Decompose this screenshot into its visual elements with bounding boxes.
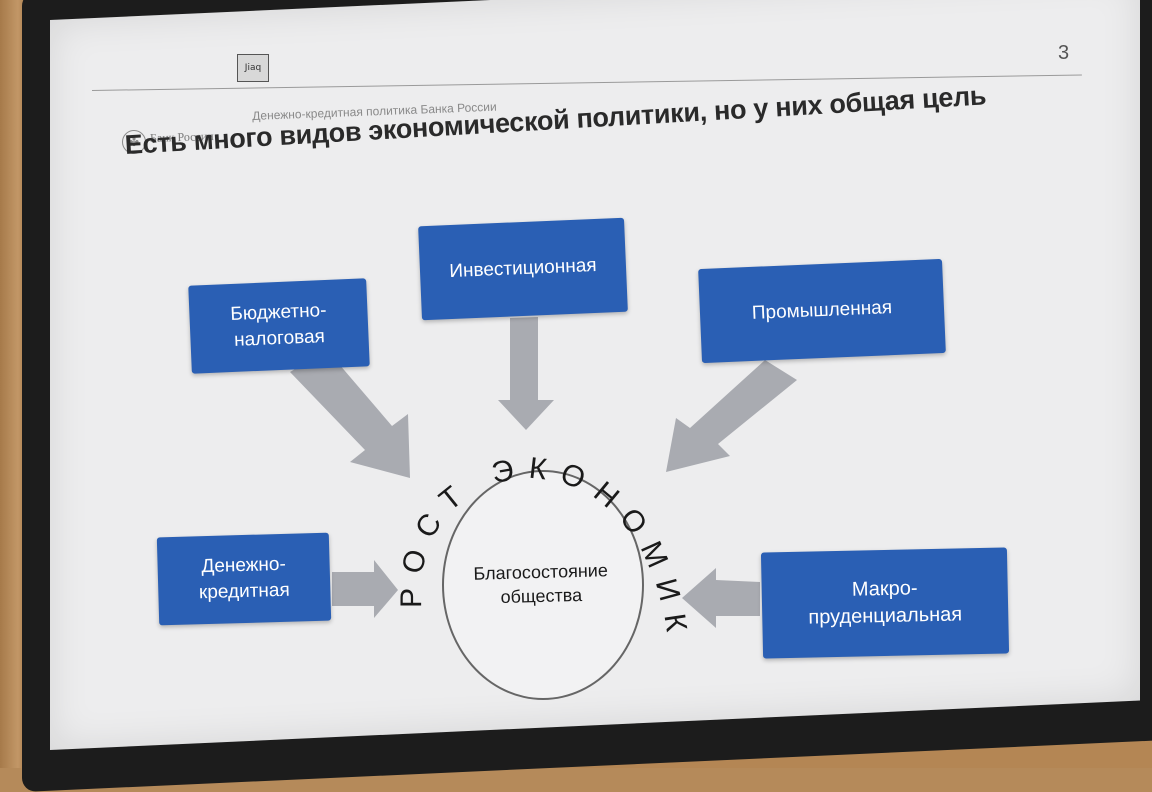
arrow-investment [498, 317, 554, 430]
bank-logo-icon: ✤ [122, 130, 146, 154]
screen-tag: Jiaq [237, 54, 269, 82]
arrow-monetary [332, 560, 398, 618]
page-number: 3 [1058, 42, 1070, 64]
wellbeing-circle [442, 470, 644, 700]
arrows-layer [290, 317, 797, 628]
arrow-industrial [666, 360, 797, 472]
arrow-budget [290, 350, 410, 478]
growth-arc-text: РОСТ ЭКОНОМИКИ [0, 0, 695, 646]
arrow-macro [682, 568, 760, 628]
growth-arc-textpath: РОСТ ЭКОНОМИКИ [0, 0, 682, 646]
arc-text-layer: РОСТ ЭКОНОМИКИ [0, 0, 695, 646]
slide: Jiaq 3 ✤ Банк России Денежно-кредитная п… [0, 0, 1082, 700]
